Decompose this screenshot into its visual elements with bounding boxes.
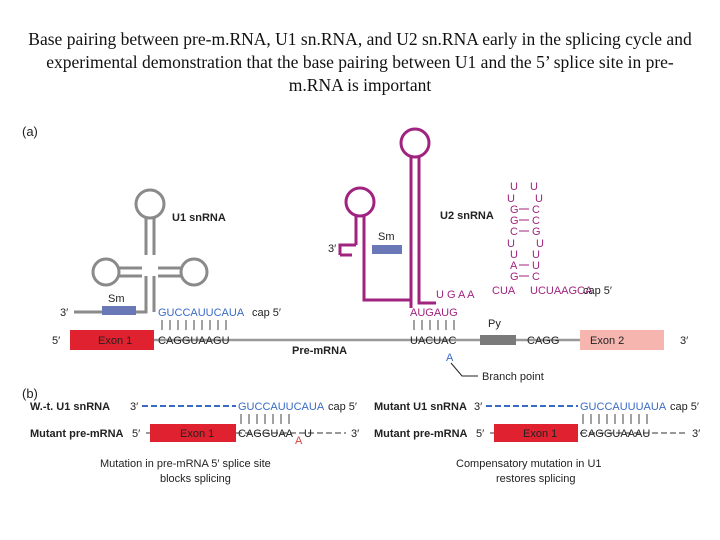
left-basepair-ticks [240, 414, 290, 424]
branch-point-label: Branch point [482, 371, 544, 383]
exon1-box [70, 330, 154, 350]
panel-b-label: (b) [22, 386, 38, 401]
exon1-label: Exon 1 [98, 335, 132, 347]
left-pre-3prime: 3′ [351, 428, 359, 440]
mut-pre-label-right: Mutant pre-mRNA [374, 428, 468, 440]
svg-text:G: G [510, 204, 519, 216]
u1-snrna-label: U1 snRNA [172, 212, 226, 224]
mut-u1-cap: cap 5′ [670, 401, 699, 413]
u2-cap: cap 5′ [583, 285, 612, 297]
right-caption-line1: Compensatory mutation in U1 [456, 458, 602, 470]
svg-text:C: C [532, 271, 540, 283]
u1-sm-label: Sm [108, 293, 125, 305]
u2-3prime: 3′ [328, 243, 336, 255]
u2-basepair-ticks [413, 320, 455, 330]
wt-u1-cap: cap 5′ [328, 401, 357, 413]
u1-cap: cap 5′ [252, 307, 281, 319]
left-caption-line1: Mutation in pre-mRNA 5′ splice site [100, 458, 271, 470]
left-exon1-label: Exon 1 [180, 428, 214, 440]
pre-mrna-3prime: 3′ [680, 335, 688, 347]
u2-stem-pair-ticks [519, 208, 529, 277]
mut-u1-3prime: 3′ [474, 401, 482, 413]
py-label: Py [488, 318, 501, 330]
right-pre-5prime: 5′ [476, 428, 484, 440]
left-mut-seq: CAGGUAA [238, 428, 294, 440]
wt-u1-label: W.-t. U1 snRNA [30, 401, 110, 413]
svg-text:U: U [532, 260, 540, 272]
mut-u1-label: Mutant U1 snRNA [374, 401, 467, 413]
u1-snrna-structure [74, 188, 209, 314]
exon2-box [580, 330, 664, 350]
svg-text:C: C [510, 226, 518, 238]
svg-text:U: U [535, 193, 543, 205]
pre-mrna-5prime: 5′ [52, 335, 60, 347]
cagg-3ss: CAGG [527, 335, 559, 347]
svg-text:U: U [507, 193, 515, 205]
u1-basepair-ticks [161, 320, 227, 330]
u2-snrna-structure [338, 127, 436, 308]
u1-sequence: GUCCAUUCAUA [158, 307, 245, 319]
left-mut-base-u: U [304, 428, 312, 440]
svg-text:U: U [510, 181, 518, 193]
branch-point-a: A [446, 352, 454, 364]
u2-snrna-label: U2 snRNA [440, 210, 494, 222]
right-caption-line2: restores splicing [496, 473, 575, 485]
u2-sm-site [372, 245, 402, 254]
u2-sm-label: Sm [378, 231, 395, 243]
wt-u1-3prime: 3′ [130, 401, 138, 413]
py-tract [480, 335, 516, 345]
svg-text:U: U [536, 238, 544, 250]
svg-text:G: G [510, 271, 519, 283]
page-title: Base pairing between pre-m.RNA, U1 sn.RN… [28, 29, 692, 95]
u1-3prime: 3′ [60, 307, 68, 319]
left-caption-line2: blocks splicing [160, 473, 231, 485]
left-pre-5prime: 5′ [132, 428, 140, 440]
right-exon1-box [494, 424, 578, 442]
svg-text:G: G [532, 226, 541, 238]
mut-u1-seq: GUCCAUUUAUA [580, 401, 667, 413]
svg-text:C: C [532, 204, 540, 216]
u2-cua: CUA [492, 285, 516, 297]
exon2-label: Exon 2 [590, 335, 624, 347]
svg-text:A: A [510, 260, 518, 272]
left-exon1-box [150, 424, 236, 442]
svg-text:G: G [510, 215, 519, 227]
five-prime-splice-site: CAGGUAAGU [158, 335, 230, 347]
right-basepair-ticks [582, 414, 648, 424]
panel-a-label: (a) [22, 124, 38, 139]
svg-text:U: U [532, 249, 540, 261]
svg-text:C: C [532, 215, 540, 227]
mut-pre-label-left: Mutant pre-mRNA [30, 428, 124, 440]
u2-stem-loop: U U G G C U U A G U U C C G U U U C [507, 181, 544, 283]
u1-sm-site [102, 306, 136, 315]
branch-point-pointer [450, 362, 478, 377]
branch-site-seq: UACUAC [410, 335, 457, 347]
pre-mrna-label: Pre-mRNA [292, 345, 347, 357]
u2-seq-right: UCUAAGCA [530, 285, 593, 297]
left-mut-base-a: A [295, 435, 303, 447]
svg-text:U: U [510, 249, 518, 261]
right-pre-3prime: 3′ [692, 428, 700, 440]
wt-u1-seq: GUCCAUUCAUA [238, 401, 325, 413]
u2-tail-g: U G A A [436, 289, 475, 301]
svg-text:U: U [507, 238, 515, 250]
right-mut-seq: CAGGUAAAU [580, 428, 650, 440]
svg-text:U: U [530, 181, 538, 193]
u2-pair-seq: AUGAUG [410, 307, 458, 319]
right-exon1-label: Exon 1 [523, 428, 557, 440]
